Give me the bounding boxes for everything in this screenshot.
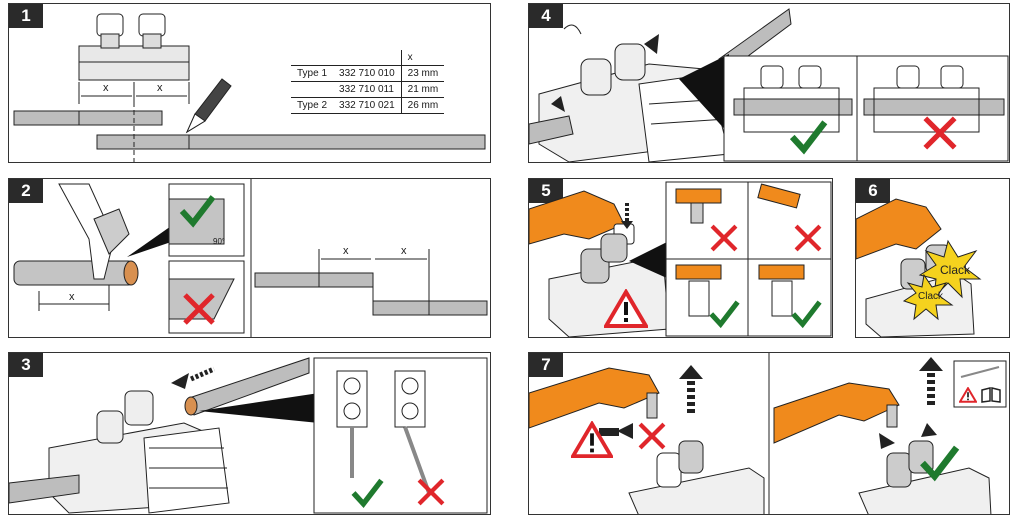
dimension-x-label: x xyxy=(69,291,75,303)
step-1-illustration xyxy=(13,13,486,162)
step-7-panel: 7 xyxy=(528,352,1010,515)
book-icon xyxy=(981,387,1001,403)
step-6-panel: 6 Clack Clack xyxy=(855,178,1010,338)
warning-icon xyxy=(571,421,613,459)
check-icon xyxy=(791,300,822,329)
step-number: 2 xyxy=(9,179,43,203)
check-icon xyxy=(351,478,384,508)
cross-icon xyxy=(638,422,666,450)
step-number: 7 xyxy=(529,353,563,377)
check-icon xyxy=(789,120,828,155)
step-2-panel: 2 90° x x x xyxy=(8,178,491,338)
step-number: 4 xyxy=(529,4,563,28)
table-header-x: x xyxy=(400,50,445,66)
arrow-down-icon xyxy=(621,203,633,229)
eye-icon xyxy=(563,24,582,35)
clack-label: Clack xyxy=(940,263,971,277)
step-number: 3 xyxy=(9,353,43,377)
pencil-icon xyxy=(185,78,232,134)
dimension-x-label: x xyxy=(103,82,109,94)
check-icon xyxy=(920,445,960,482)
angle-label: 90° xyxy=(213,237,226,246)
check-icon xyxy=(179,195,216,228)
step-7-illustration xyxy=(529,353,1007,514)
step-number: 5 xyxy=(529,179,563,203)
step-5-illustration xyxy=(529,181,832,337)
step-2-illustration xyxy=(13,179,488,337)
step-number: 1 xyxy=(9,4,43,28)
clack-label: Clack xyxy=(918,291,944,302)
arrow-up-icon xyxy=(679,365,703,415)
step-5-panel: 5 xyxy=(528,178,833,338)
step-number: 6 xyxy=(856,179,890,203)
warning-icon xyxy=(959,387,977,403)
step-3-panel: 3 xyxy=(8,352,491,515)
step-6-illustration xyxy=(856,198,982,337)
cross-icon xyxy=(923,116,957,150)
cross-icon xyxy=(794,224,822,252)
dimension-x-label: x xyxy=(157,82,163,94)
warning-icon xyxy=(604,289,648,328)
check-icon xyxy=(709,300,740,329)
dimension-x-label: x xyxy=(401,245,407,257)
step-4-panel: 4 xyxy=(528,3,1010,163)
cross-icon xyxy=(183,293,215,325)
step-4-illustration xyxy=(529,8,1009,162)
dimension-x-label: x xyxy=(343,245,349,257)
step-3-illustration xyxy=(9,357,488,514)
cross-icon xyxy=(710,224,738,252)
arrow-down-icon xyxy=(171,366,215,389)
cross-icon xyxy=(417,478,445,506)
arrow-up-icon xyxy=(919,357,943,405)
